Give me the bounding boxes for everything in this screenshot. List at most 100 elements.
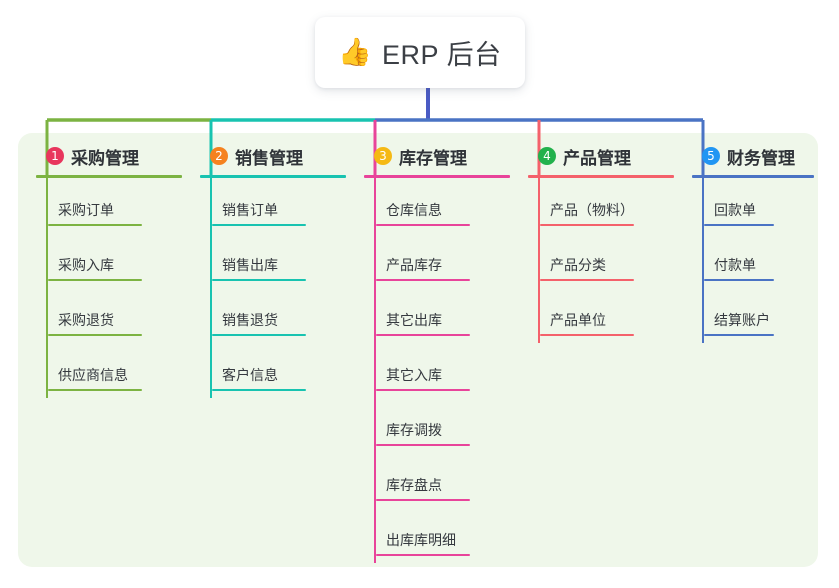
leaf-underline	[212, 389, 306, 391]
branch-title-2: 销售管理	[235, 148, 303, 168]
leaf-underline	[48, 389, 142, 391]
leaf-label: 产品（物料）	[550, 202, 634, 218]
leaf-underline	[212, 334, 306, 336]
leaf-underline	[212, 279, 306, 281]
branch-spine-4	[538, 178, 540, 343]
diagram-background-panel	[18, 133, 818, 567]
branch-badge-3: 3	[374, 147, 392, 165]
thumbs-up-icon: 👍	[338, 37, 373, 67]
leaf-label: 结算账户	[714, 312, 770, 328]
leaf-node[interactable]: 出库库明细	[364, 508, 514, 563]
leaf-label: 产品分类	[550, 257, 606, 273]
leaf-label: 采购退货	[58, 312, 114, 328]
leaf-label: 客户信息	[222, 367, 278, 383]
leaf-label: 产品库存	[386, 257, 442, 273]
leaf-label: 采购入库	[58, 257, 114, 273]
leaf-label: 库存盘点	[386, 477, 442, 493]
leaf-label: 采购订单	[58, 202, 114, 218]
root-node-title: ERP 后台	[382, 40, 502, 70]
leaf-underline	[704, 279, 774, 281]
leaf-node[interactable]: 产品（物料）	[528, 178, 678, 233]
leaf-node[interactable]: 库存盘点	[364, 453, 514, 508]
leaf-underline	[540, 224, 634, 226]
branch-title-1: 采购管理	[71, 148, 139, 168]
leaf-label: 销售退货	[222, 312, 278, 328]
leaf-underline	[704, 224, 774, 226]
leaf-underline	[540, 279, 634, 281]
branch-badge-1: 1	[46, 147, 64, 165]
branch-title-4: 产品管理	[563, 148, 631, 168]
branch-title-5: 财务管理	[727, 148, 795, 168]
branch-5: 5 财务管理回款单付款单结算账户	[692, 144, 818, 343]
leaf-underline	[376, 224, 470, 226]
leaf-label: 付款单	[714, 257, 756, 273]
leaf-underline	[376, 279, 470, 281]
leaf-node[interactable]: 供应商信息	[36, 343, 186, 398]
leaf-node[interactable]: 仓库信息	[364, 178, 514, 233]
leaf-node[interactable]: 其它入库	[364, 343, 514, 398]
leaf-node[interactable]: 回款单	[692, 178, 818, 233]
branch-header-1[interactable]: 1 采购管理	[36, 144, 186, 168]
leaf-node[interactable]: 采购入库	[36, 233, 186, 288]
leaf-label: 其它出库	[386, 312, 442, 328]
leaf-underline	[48, 224, 142, 226]
branch-underline-4	[528, 175, 674, 178]
branch-badge-2: 2	[210, 147, 228, 165]
leaf-underline	[376, 389, 470, 391]
leaf-node[interactable]: 结算账户	[692, 288, 818, 343]
leaf-underline	[212, 224, 306, 226]
leaf-underline	[376, 334, 470, 336]
leaf-label: 其它入库	[386, 367, 442, 383]
leaf-label: 产品单位	[550, 312, 606, 328]
leaf-node[interactable]: 采购退货	[36, 288, 186, 343]
leaf-underline	[48, 334, 142, 336]
branch-header-3[interactable]: 3 库存管理	[364, 144, 514, 168]
leaf-underline	[376, 444, 470, 446]
leaf-label: 销售订单	[222, 202, 278, 218]
branch-badge-5: 5	[702, 147, 720, 165]
branch-underline-5	[692, 175, 814, 178]
leaf-list-2: 销售订单销售出库销售退货客户信息	[200, 178, 350, 398]
branch-underline-2	[200, 175, 346, 178]
leaf-node[interactable]: 付款单	[692, 233, 818, 288]
leaf-label: 销售出库	[222, 257, 278, 273]
branch-spine-2	[210, 178, 212, 398]
branch-underline-3	[364, 175, 510, 178]
leaf-node[interactable]: 客户信息	[200, 343, 350, 398]
leaf-node[interactable]: 库存调拨	[364, 398, 514, 453]
leaf-node[interactable]: 产品分类	[528, 233, 678, 288]
leaf-underline	[376, 554, 470, 556]
branch-2: 2 销售管理销售订单销售出库销售退货客户信息	[200, 144, 350, 398]
branch-1: 1 采购管理采购订单采购入库采购退货供应商信息	[36, 144, 186, 398]
leaf-node[interactable]: 销售出库	[200, 233, 350, 288]
branch-4: 4 产品管理产品（物料） 产品分类产品单位	[528, 144, 678, 343]
leaf-underline	[540, 334, 634, 336]
leaf-node[interactable]: 产品库存	[364, 233, 514, 288]
leaf-list-4: 产品（物料） 产品分类产品单位	[528, 178, 678, 343]
branch-badge-4: 4	[538, 147, 556, 165]
leaf-node[interactable]: 采购订单	[36, 178, 186, 233]
branch-header-5[interactable]: 5 财务管理	[692, 144, 818, 168]
leaf-node[interactable]: 销售退货	[200, 288, 350, 343]
branch-header-2[interactable]: 2 销售管理	[200, 144, 350, 168]
leaf-list-3: 仓库信息产品库存其它出库其它入库库存调拨库存盘点出库库明细	[364, 178, 514, 563]
leaf-list-5: 回款单付款单结算账户	[692, 178, 818, 343]
leaf-label: 库存调拨	[386, 422, 442, 438]
leaf-underline	[376, 499, 470, 501]
leaf-node[interactable]: 销售订单	[200, 178, 350, 233]
leaf-label: 仓库信息	[386, 202, 442, 218]
root-node-card[interactable]: 👍 ERP 后台	[315, 17, 525, 88]
branch-spine-1	[46, 178, 48, 398]
leaf-underline	[48, 279, 142, 281]
leaf-label: 供应商信息	[58, 367, 128, 383]
branch-3: 3 库存管理仓库信息产品库存其它出库其它入库库存调拨库存盘点出库库明细	[364, 144, 514, 563]
leaf-node[interactable]: 产品单位	[528, 288, 678, 343]
branch-title-3: 库存管理	[399, 148, 467, 168]
leaf-node[interactable]: 其它出库	[364, 288, 514, 343]
branch-header-4[interactable]: 4 产品管理	[528, 144, 678, 168]
leaf-label: 回款单	[714, 202, 756, 218]
leaf-underline	[704, 334, 774, 336]
branch-underline-1	[36, 175, 182, 178]
branch-spine-3	[374, 178, 376, 563]
